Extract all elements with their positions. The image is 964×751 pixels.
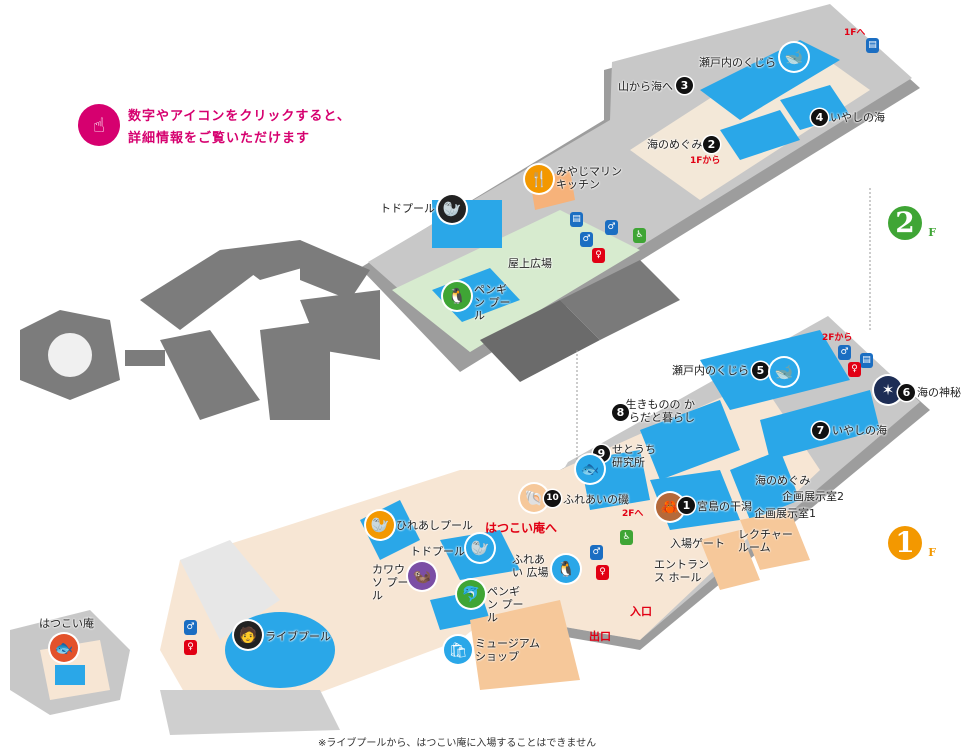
restroom-female-1f-icon-2: ♀ [596,565,609,580]
label-1f-planning-room-1: 企画展示室1 [754,507,816,520]
label-1f-lecture-room: レクチャー ルーム [738,528,793,554]
instruction-line-2: 詳細情報をご覧いただけます [128,131,311,146]
label-todo-pool-1f: トドプール [410,545,465,558]
fin-pool-icon[interactable]: 🦭 [366,511,394,539]
label-1f-iyashi-no-umi: いやしの海 [832,424,887,437]
stairs-from-1f-label: 1Fから [690,156,721,166]
label-1f-miyajima-higata: 宮島の干潟 [697,500,752,513]
restroom-male-2f-icon: ♂ [580,232,593,247]
label-fin-pool: ひれあしプール [396,519,473,532]
restroom-male-2f-icon-2: ♂ [605,220,618,235]
rooftop-plaza-area [392,210,640,352]
label-1f-umi-no-megumi: 海のめぐみ [755,474,811,487]
exhibit-6-1f-button[interactable]: 6 [898,384,915,401]
hatsukoian-route-label: はつこい庵へ [485,521,558,535]
restroom-female-2f-icon: ♀ [592,248,605,263]
label-1f-umi-no-shinpi: 海の神秘 [917,386,961,399]
label-rooftop-plaza: 屋上広場 [508,257,552,270]
label-1f-entrance-hall: エントランス ホール [654,558,709,584]
deep-sea-icon[interactable]: ✶ [874,376,902,404]
live-pool-icon[interactable]: 🧑 [234,621,262,649]
footnote: ※ライブプールから、はつこい庵に入場することはできません [318,738,597,749]
stairs-from-2f-label: 2Fから [822,333,853,343]
entrance-label: 入口 [630,605,652,618]
sea-lion-2f-icon[interactable]: 🦭 [438,195,466,223]
exit-label: 出口 [589,630,611,643]
label-1f-setouchi-lab: せとうち 研究所 [612,443,656,469]
restroom-male-live-icon: ♂ [184,620,197,635]
spiral-ramp [20,240,380,420]
label-1f-setouchi-whale: 瀬戸内のくじら [672,364,749,377]
seal-1f-icon[interactable]: 🐟 [576,455,604,483]
label-2f-setouchi-whale: 瀬戸内のくじら [699,56,776,69]
exhibit-1-1f-button[interactable]: 1 [678,497,695,514]
whale-2f-icon[interactable]: 🐋 [780,43,808,71]
instruction-line-1: 数字やアイコンをクリックすると、 [128,109,351,124]
label-penguin-pool-2f: ペンギン プール [474,283,511,322]
label-museum-shop: ミュージアム ショップ [475,637,541,663]
exhibit-10-1f-button[interactable]: 10 [544,490,561,507]
label-1f-planning-room-2: 企画展示室2 [782,490,844,503]
click-hand-icon: ☝ [78,104,120,146]
exhibit-2-2f-button[interactable]: 2 [703,136,720,153]
exhibit-4-2f-button[interactable]: 4 [811,109,828,126]
restroom-male-1f-icon: ♂ [838,345,851,360]
floor-guide-lines [576,188,871,470]
restroom-male-1f-icon-2: ♂ [590,545,603,560]
label-todo-pool-2f: トドプール [380,202,435,215]
label-otter-pool: カワウソ プール [372,563,409,602]
elevator-1f-icon: ▤ [860,353,873,368]
label-touch-plaza: ふれあい 広場 [512,553,549,579]
otter-icon[interactable]: 🦦 [408,562,436,590]
exhibit-3-2f-button[interactable]: 3 [676,77,693,94]
restaurant-icon[interactable]: 🍴 [525,165,553,193]
label-penguin-pool-1f: ペンギン プール [487,585,524,624]
exhibit-8-1f-button[interactable]: 8 [612,404,629,421]
exhibit-5-1f-button[interactable]: 5 [752,362,769,379]
label-restaurant: みやじマリン キッチン [556,165,622,191]
restroom-female-1f-icon: ♀ [848,362,861,377]
penguin-2f-icon[interactable]: 🐧 [443,282,471,310]
accessible-toilet-1f-icon: ♿ [620,530,633,545]
elevator-2f-icon: ▤ [866,38,879,53]
tidepool-icon[interactable]: 🐚 [520,484,548,512]
museum-shop-icon[interactable]: 🛍 [444,636,472,664]
sea-lion-1f-icon[interactable]: 🦭 [466,534,494,562]
label-2f-umi-no-megumi: 海のめぐみ [647,138,703,151]
label-hatsukoian: はつこい庵 [39,617,94,630]
koi-icon[interactable]: 🐟 [50,634,78,662]
orca-icon[interactable]: 🐬 [457,580,485,608]
whale-1f-icon[interactable]: 🐋 [770,358,798,386]
stairs-to-2f-label: 2Fへ [622,509,644,519]
stairs-to-1f-label: 1Fへ [844,28,866,38]
label-2f-yama-kara-umi: 山から海へ [618,80,673,93]
floor-1f-building [10,316,930,735]
label-1f-entrance-gate: 入場ゲート [670,537,725,550]
label-1f-fureai-iso: ふれあいの磯 [563,493,629,506]
label-1f-ikimono: 生きものの からだと暮らし [625,398,696,424]
elevator-2f-icon-2: ▤ [570,212,583,227]
label-live-pool: ライブプール [265,630,331,643]
floor-2f-building [360,4,920,382]
exhibit-7-1f-button[interactable]: 7 [812,422,829,439]
instruction-text: 数字やアイコンをクリックすると、 詳細情報をご覧いただけます [128,106,351,150]
accessible-toilet-2f-icon: ♿ [633,228,646,243]
label-2f-iyashi-no-umi: いやしの海 [830,111,885,124]
restroom-female-live-icon: ♀ [184,640,197,655]
penguin-1f-icon[interactable]: 🐧 [552,555,580,583]
